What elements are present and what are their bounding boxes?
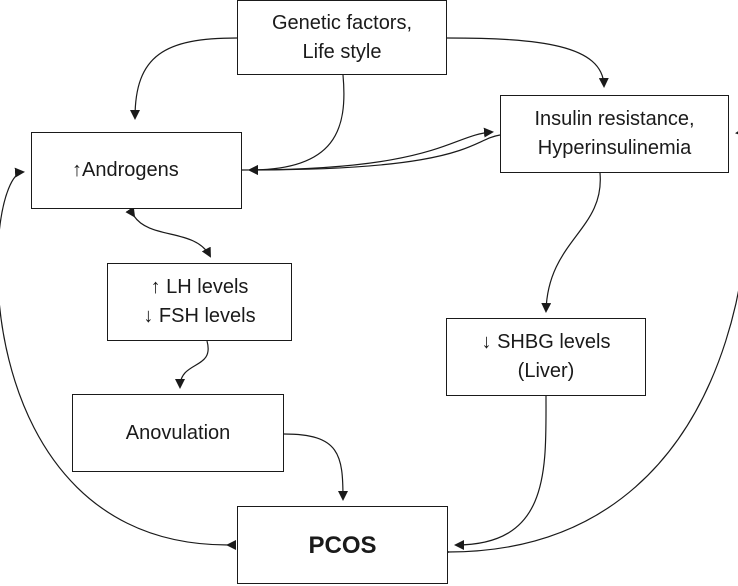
- edge-anovulation-to-pcos: [283, 433, 348, 501]
- edge-insulin-to-androgens: [248, 134, 501, 175]
- edge-androgens-lh-bidirectional: [125, 206, 211, 258]
- edge-lh-to-anovulation: [175, 340, 209, 389]
- edge-genetic-bottom-to-androgens: [248, 74, 345, 175]
- edge-pcos-androgens-loop: [0, 167, 237, 551]
- node-shbg-line-2: (Liver): [517, 360, 575, 382]
- node-lh-fsh-levels: ↑ LH levels ↓ FSH levels: [107, 263, 292, 341]
- node-pcos-line-1: PCOS: [308, 531, 377, 559]
- node-genetic-line-2: Life style: [302, 40, 382, 63]
- node-insulin-resistance: Insulin resistance, Hyperinsulinemia: [500, 95, 729, 173]
- node-shbg-levels: ↓ SHBG levels (Liver): [446, 318, 646, 396]
- edge-shbg-to-pcos: [454, 395, 547, 550]
- node-pcos: PCOS: [237, 506, 448, 584]
- node-lh-line-2: ↓ FSH levels: [143, 305, 256, 327]
- node-insulin-line-1: Insulin resistance,: [534, 108, 695, 130]
- edge-androgens-to-insulin: [241, 127, 494, 171]
- node-lh-line-1: ↑ LH levels: [150, 276, 249, 298]
- edge-pcos-insulin-loop: [439, 127, 738, 558]
- edge-insulin-to-shbg: [541, 172, 601, 313]
- node-insulin-line-2: Hyperinsulinemia: [537, 137, 692, 159]
- node-androgens-line-1: ↑Androgens: [72, 159, 179, 181]
- edge-genetic-to-insulin: [446, 37, 609, 88]
- node-androgens: ↑Androgens: [31, 132, 242, 209]
- node-anovulation-line-1: Anovulation: [125, 421, 231, 444]
- node-shbg-line-1: ↓ SHBG levels: [481, 331, 611, 353]
- edge-genetic-to-androgens: [130, 37, 238, 120]
- node-anovulation: Anovulation: [72, 394, 284, 472]
- node-genetic-line-1: Genetic factors,: [271, 11, 413, 34]
- node-genetic-lifestyle: Genetic factors, Life style: [237, 0, 447, 75]
